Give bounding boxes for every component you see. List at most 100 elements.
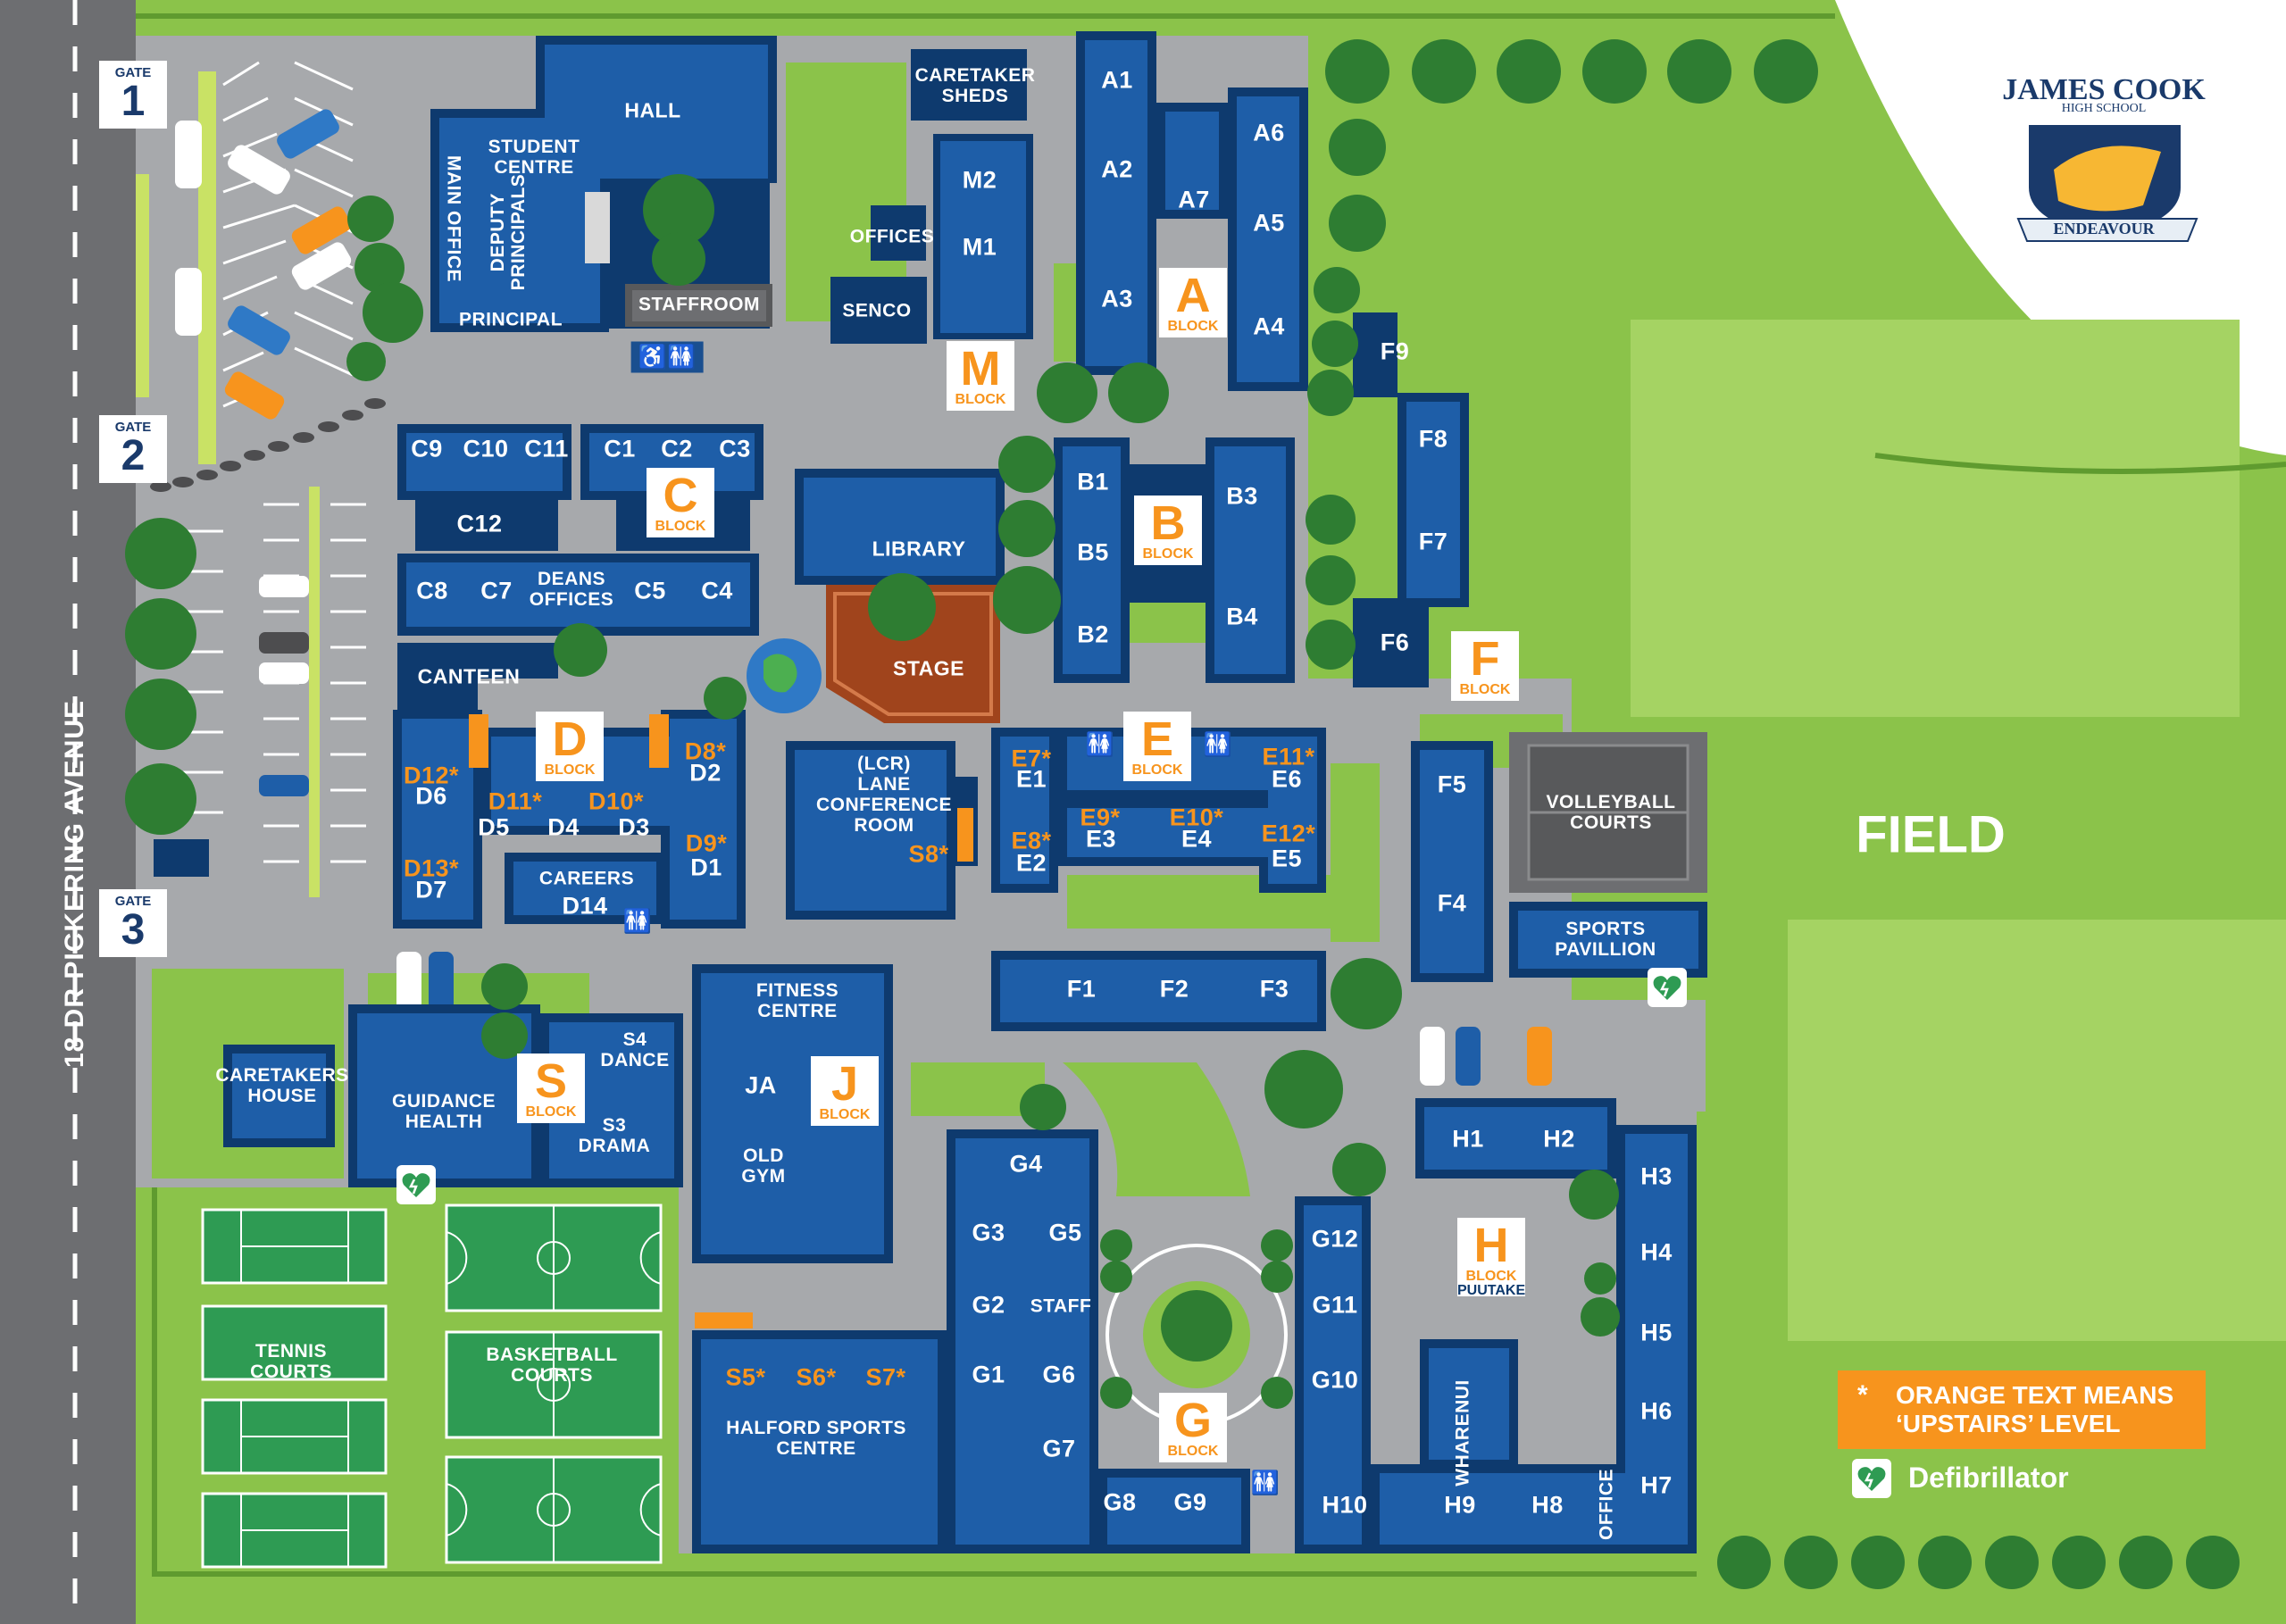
gate-1-word: GATE	[114, 65, 152, 80]
gate-3: GATE 3	[99, 889, 167, 957]
label-h9: H9	[1444, 1491, 1476, 1519]
label-s5: S5*	[725, 1363, 766, 1391]
gate-1-number: 1	[121, 78, 146, 125]
label-d13: D13*	[403, 854, 460, 882]
label-a3: A3	[1101, 285, 1133, 312]
block-h-letter: H	[1473, 1219, 1509, 1272]
label-s3: S3 DRAMA	[578, 1114, 651, 1156]
label-basketball: BASKETBALL COURTS	[486, 1344, 618, 1386]
label-staff: STAFF	[1030, 1295, 1092, 1317]
legend-defibrillator: Defibrillator	[1908, 1462, 2069, 1494]
label-lcr: (LCR) LANE CONFERENCE ROOM	[815, 753, 953, 837]
block-d-word: BLOCK	[544, 762, 596, 778]
gate-3-number: 3	[121, 906, 146, 954]
legend-star: *	[1857, 1380, 1868, 1410]
label-m2: M2	[962, 166, 997, 194]
label-c11: C11	[524, 435, 569, 462]
label-senco: SENCO	[842, 300, 912, 321]
label-c10: C10	[463, 435, 509, 462]
block-a-letter: A	[1175, 269, 1211, 322]
gate-1: GATE 1	[99, 61, 167, 129]
block-f-word: BLOCK	[1459, 682, 1511, 697]
label-caretaker-sheds: CARETAKER SHEDS	[914, 64, 1036, 106]
label-office: OFFICE	[1596, 1469, 1617, 1540]
label-g9: G9	[1173, 1488, 1207, 1516]
label-d2: D2	[689, 759, 722, 787]
block-c-word: BLOCK	[655, 519, 706, 534]
label-g1: G1	[972, 1361, 1005, 1388]
label-b3: B3	[1226, 482, 1258, 510]
label-c12: C12	[456, 510, 503, 537]
label-f2: F2	[1159, 975, 1189, 1003]
block-e-word: BLOCK	[1131, 762, 1183, 778]
toilets-icon: 🚻	[622, 907, 653, 935]
label-e3: E3	[1085, 825, 1117, 853]
label-d11: D11*	[488, 787, 543, 815]
defibrillator-icon	[1648, 968, 1687, 1007]
label-volleyball: VOLLEYBALL COURTS	[1546, 791, 1676, 833]
label-c2: C2	[661, 435, 693, 462]
label-d6: D6	[415, 782, 447, 810]
label-d9: D9*	[685, 829, 728, 857]
label-principal: PRINCIPAL	[458, 309, 563, 330]
upstairs-legend: * ORANGE TEXT MEANS ‘UPSTAIRS’ LEVEL	[1838, 1370, 2206, 1449]
block-a-word: BLOCK	[1167, 319, 1219, 334]
label-b4: B4	[1226, 603, 1258, 630]
label-guidance: GUIDANCE HEALTH	[391, 1090, 496, 1132]
block-b-letter: B	[1150, 496, 1186, 550]
block-g-letter: G	[1173, 1394, 1212, 1447]
label-g12: G12	[1311, 1225, 1359, 1253]
block-b-word: BLOCK	[1142, 546, 1194, 562]
label-d5: D5	[478, 813, 510, 841]
toilets-icon: 🚻	[1250, 1469, 1281, 1496]
label-a7: A7	[1178, 186, 1210, 213]
label-f9: F9	[1380, 337, 1410, 365]
label-g6: G6	[1042, 1361, 1076, 1388]
label-canteen: CANTEEN	[417, 664, 521, 688]
street-name: 18 DR PICKERING AVENUE	[60, 699, 89, 1069]
toilets-icon: 🚻	[1085, 730, 1115, 758]
label-m1: M1	[962, 233, 997, 261]
label-a6: A6	[1253, 119, 1285, 146]
label-h3: H3	[1640, 1162, 1673, 1190]
label-c9: C9	[411, 435, 443, 462]
toilets-icon: 🚻	[1203, 730, 1233, 758]
label-offices: OFFICES	[849, 226, 935, 247]
label-f7: F7	[1418, 528, 1448, 555]
legend-upstairs-text: ORANGE TEXT MEANS ‘UPSTAIRS’ LEVEL	[1896, 1381, 2173, 1438]
label-g3: G3	[972, 1219, 1005, 1246]
label-d1: D1	[690, 854, 722, 881]
label-s4: S4 DANCE	[600, 1029, 670, 1070]
block-e-letter: E	[1140, 712, 1174, 766]
label-e8: E8*	[1011, 827, 1052, 854]
gate-3-word: GATE	[114, 894, 152, 909]
label-c3: C3	[719, 435, 751, 462]
field-label: FIELD	[1856, 805, 2006, 864]
label-e4: E4	[1181, 825, 1213, 853]
label-h7: H7	[1640, 1471, 1673, 1499]
label-c8: C8	[416, 577, 448, 604]
label-e2: E2	[1015, 849, 1047, 877]
label-careers: CAREERS	[538, 868, 635, 889]
block-j-word: BLOCK	[819, 1107, 871, 1122]
label-h6: H6	[1640, 1397, 1673, 1425]
label-hall: HALL	[624, 98, 681, 122]
defibrillator-icon	[1852, 1459, 1891, 1498]
label-e9: E9*	[1080, 804, 1121, 831]
label-s6: S6*	[796, 1363, 837, 1391]
label-g2: G2	[972, 1291, 1005, 1319]
logo-school-sub: HIGH SCHOOL	[2061, 102, 2147, 115]
label-library: LIBRARY	[872, 537, 966, 561]
label-a1: A1	[1101, 66, 1133, 94]
gate-2-number: 2	[121, 432, 146, 479]
label-sports-pavilion: SPORTS PAVILLION	[1555, 918, 1656, 960]
label-g7: G7	[1042, 1435, 1076, 1462]
